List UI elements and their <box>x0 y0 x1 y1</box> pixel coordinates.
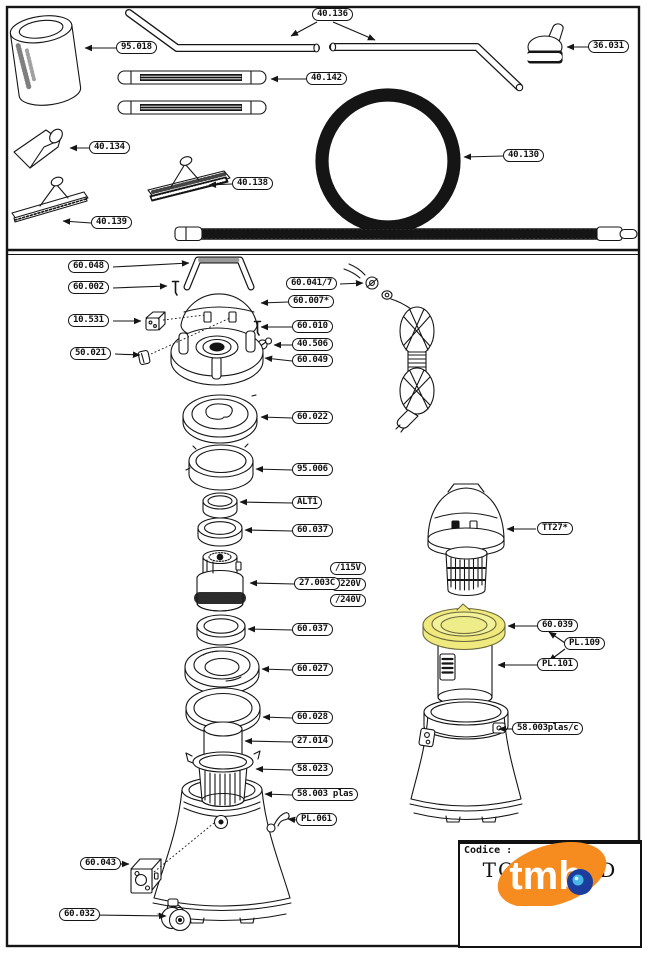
drawing-power-cord <box>343 263 435 433</box>
callout-40142: 40.142 <box>306 72 347 85</box>
callout-voltage-115: /115V <box>330 562 366 575</box>
drawing-drain-hook-pl061 <box>266 812 290 833</box>
drawing-motor-head-tt27 <box>427 483 505 597</box>
drawing-handle <box>183 256 255 291</box>
drawing-floor-brush <box>147 156 231 202</box>
callout-60022: 60.022 <box>292 411 333 424</box>
drawing-caster-60032 <box>160 898 192 932</box>
drawing-extension-tube-1 <box>117 70 267 85</box>
drawing-cloth-filter-sleeve <box>9 15 82 106</box>
drawing-filter-cage-58023 <box>185 750 261 808</box>
drawing-round-brush <box>526 23 564 64</box>
callout-60032: 60.032 <box>59 908 100 921</box>
callout-40506: 40.506 <box>292 338 333 351</box>
callout-pl101: PL.101 <box>537 658 578 671</box>
codice-label: Codice : <box>460 842 640 859</box>
callout-60002: 60.002 <box>68 281 109 294</box>
callout-60010: 60.010 <box>292 320 333 333</box>
drawing-motor-mount-plate <box>170 327 264 386</box>
drawing-wheel-bracket-60043 <box>130 858 162 894</box>
drawing-motor-head-cover <box>180 293 258 341</box>
assembly-dotted-lines <box>150 314 231 873</box>
drawing-motor-27003 <box>194 549 246 612</box>
callout-60037-lower: 60.037 <box>292 623 333 636</box>
drawing-bent-wand-upper <box>125 9 320 53</box>
drawing-gasket-60037-upper <box>197 517 243 547</box>
drawing-lid-plate-60022 <box>182 394 258 444</box>
callout-60048: 60.048 <box>68 260 109 273</box>
drawing-extension-tube-2 <box>117 100 267 115</box>
callout-58003plas: 58.003 plas <box>292 788 359 801</box>
drawing-flexible-hose-coil <box>315 88 461 234</box>
drawing-switch <box>145 311 166 331</box>
callout-58003plas-c: 58.003plas/c <box>512 722 584 735</box>
callout-60039: 60.039 <box>537 619 578 632</box>
tmb-logo: tmb <box>497 842 607 906</box>
drawing-ring-alt1 <box>202 492 238 519</box>
callout-27014: 27.014 <box>292 735 333 748</box>
drawing-foam-filter-60039 <box>422 603 506 651</box>
callout-10531: 10.531 <box>68 314 109 327</box>
callout-tt27: TT27* <box>537 522 573 535</box>
callout-95018: 95.018 <box>116 41 157 54</box>
callout-60028: 60.028 <box>292 711 333 724</box>
drawing-crevice-nozzle <box>13 128 63 169</box>
callout-60041-7: 60.041/7 <box>286 277 337 290</box>
drawing-plate-60027 <box>184 646 260 695</box>
callout-36031: 36.031 <box>588 40 629 53</box>
callout-60007: 60.007* <box>288 295 334 308</box>
callout-voltage-240: /240V <box>330 594 366 607</box>
drawing-ring-95006 <box>185 443 254 491</box>
callout-40136: 40.136 <box>312 8 353 21</box>
callout-60027: 60.027 <box>292 663 333 676</box>
drawing-tank-58003plas-c <box>409 698 523 823</box>
callout-pl109: PL.109 <box>564 637 605 650</box>
callout-40134: 40.134 <box>89 141 130 154</box>
callout-40138: 40.138 <box>232 177 273 190</box>
title-block: tmb Codice : TOPP35WD <box>458 840 642 948</box>
callout-pl061: PL.061 <box>296 813 337 826</box>
callout-40130: 40.130 <box>503 149 544 162</box>
drawing-bent-wand-lower <box>329 42 524 92</box>
page-frame <box>5 5 641 948</box>
drawing-screw-60002 <box>171 280 180 296</box>
callout-60037-upper: 60.037 <box>292 524 333 537</box>
callout-40139: 40.139 <box>91 216 132 229</box>
callout-58023: 58.023 <box>292 763 333 776</box>
drawing-cap-50021 <box>137 350 151 365</box>
callout-95006: 95.006 <box>292 463 333 476</box>
drawing-squeegee-nozzle <box>11 176 89 223</box>
drawing-hose-straight <box>174 226 638 242</box>
callout-alt1: ALT1 <box>292 496 323 509</box>
drawing-screw-60010 <box>253 320 262 336</box>
drawing-gasket-60037-lower <box>196 614 246 646</box>
callout-27003c: 27.003C <box>294 577 340 590</box>
callout-60049: 60.049 <box>292 354 333 367</box>
leader-lines <box>62 21 589 920</box>
callout-60043: 60.043 <box>80 857 121 870</box>
callout-50021: 50.021 <box>70 347 111 360</box>
